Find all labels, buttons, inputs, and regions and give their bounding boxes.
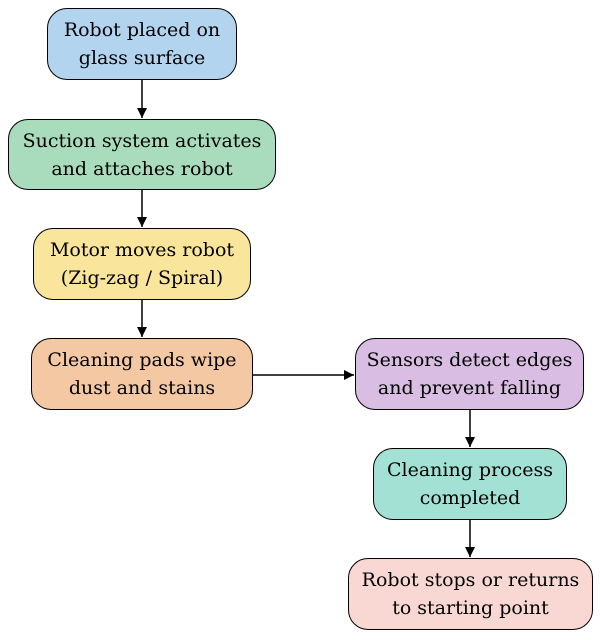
node-process-completed: Cleaning process completed <box>373 448 567 520</box>
node-robot-stops-line-1: Robot stops or returns <box>361 569 580 591</box>
node-robot-placed: Robot placed on glass surface <box>47 8 237 80</box>
node-robot-stops: Robot stops or returns to starting point <box>348 558 593 630</box>
node-robot-placed-line-1: Robot placed on <box>63 19 221 41</box>
node-cleaning-pads: Cleaning pads wipe dust and stains <box>31 338 253 410</box>
node-process-completed-line-1: Cleaning process <box>386 459 553 481</box>
node-sensors-detect-line-2: and prevent falling <box>377 377 562 399</box>
node-motor-moves-line-1: Motor moves robot <box>49 239 235 261</box>
node-robot-stops-line-2: to starting point <box>392 597 549 619</box>
node-process-completed-line-2: completed <box>419 487 521 509</box>
node-suction-system-line-2: and attaches robot <box>51 157 233 180</box>
node-suction-system-line-1: Suction system activates <box>22 129 262 152</box>
node-sensors-detect-line-1: Sensors detect edges <box>366 349 573 371</box>
node-motor-moves: Motor moves robot (Zig-zag / Spiral) <box>33 228 251 300</box>
node-suction-system: Suction system activates and attaches ro… <box>8 119 276 190</box>
node-cleaning-pads-line-1: Cleaning pads wipe <box>47 349 237 371</box>
node-motor-moves-line-2: (Zig-zag / Spiral) <box>60 267 224 289</box>
node-cleaning-pads-line-2: dust and stains <box>68 377 216 399</box>
node-robot-placed-line-2: glass surface <box>78 47 206 69</box>
node-sensors-detect: Sensors detect edges and prevent falling <box>355 338 584 410</box>
